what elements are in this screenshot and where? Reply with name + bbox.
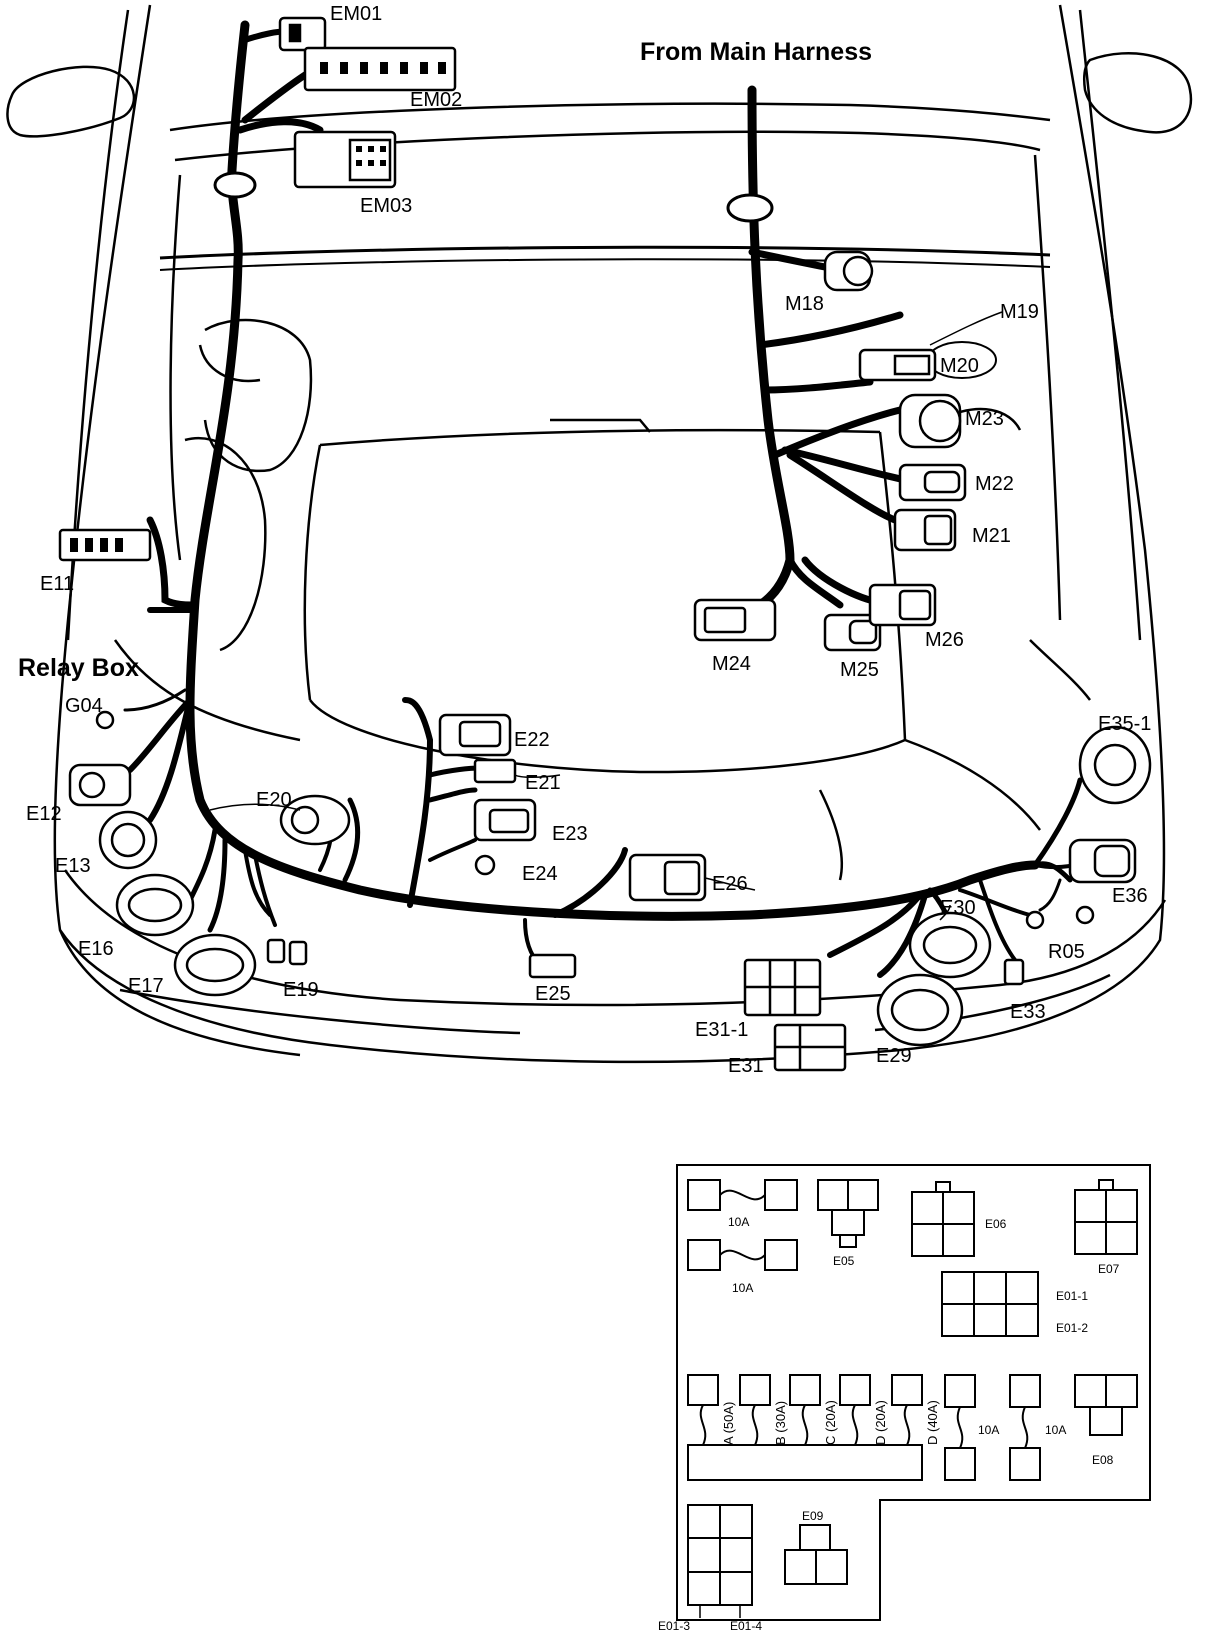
left-grommet — [213, 171, 257, 199]
label-fuse-d1: D (20A) — [873, 1400, 888, 1445]
label-m25: M25 — [840, 659, 879, 681]
fuse-1-right-terminal — [764, 1179, 798, 1211]
connector-em01-shape — [278, 16, 327, 52]
fuse-2-left-terminal — [687, 1239, 721, 1271]
label-e36: E36 — [1112, 885, 1148, 907]
label-fuse-10a-1: 10A — [728, 1215, 749, 1229]
label-e22: E22 — [514, 729, 550, 751]
connector-e21-shape — [473, 758, 517, 784]
label-m21: M21 — [972, 525, 1011, 547]
harness-wires — [123, 20, 1087, 978]
label-fuse-10a-4: 10A — [1045, 1423, 1066, 1437]
labels: From Main Harness Relay Box EM01 EM02 EM… — [18, 3, 1151, 1077]
label-fuse-10a-2: 10A — [732, 1281, 753, 1295]
label-fuse-a: A (50A) — [721, 1402, 736, 1445]
label-e01-3: E01-3 — [658, 1619, 690, 1633]
terminal-e19-a-shape — [266, 938, 286, 964]
terminal-e19-b-shape — [288, 940, 308, 966]
label-m22: M22 — [975, 473, 1014, 495]
label-e12: E12 — [26, 803, 62, 825]
connector-shapes — [58, 16, 1152, 1072]
label-e21: E21 — [525, 772, 561, 794]
label-e08: E08 — [1092, 1453, 1114, 1467]
label-e05: E05 — [833, 1254, 855, 1268]
label-e13: E13 — [55, 855, 91, 877]
label-e01-2: E01-2 — [1056, 1321, 1088, 1335]
label-e25: E25 — [535, 983, 571, 1005]
terminal-r05-shape — [1025, 910, 1045, 930]
label-e16: E16 — [78, 938, 114, 960]
label-e09: E09 — [802, 1509, 824, 1523]
terminal-e33-shape — [1003, 958, 1025, 986]
label-fuse-d2: D (40A) — [925, 1400, 940, 1445]
label-e35-1: E35-1 — [1098, 713, 1151, 735]
relay-box-outline — [676, 1164, 1151, 1621]
terminal-g04-shape — [95, 710, 115, 730]
label-e26: E26 — [712, 873, 748, 895]
label-e29: E29 — [876, 1045, 912, 1067]
label-fuse-10a-3: 10A — [978, 1423, 999, 1437]
relay-box-layout — [676, 1164, 1151, 1621]
fuse-2-right-terminal — [764, 1239, 798, 1271]
label-e23: E23 — [552, 823, 588, 845]
label-e33: E33 — [1010, 1001, 1046, 1023]
label-m23: M23 — [965, 408, 1004, 430]
label-e06: E06 — [985, 1217, 1007, 1231]
label-g04: G04 — [65, 695, 103, 717]
label-em02: EM02 — [410, 89, 462, 111]
label-e11: E11 — [40, 573, 74, 595]
right-grommet — [726, 193, 774, 223]
label-e24: E24 — [522, 863, 558, 885]
label-e01-1: E01-1 — [1056, 1289, 1088, 1303]
label-e30: E30 — [940, 897, 976, 919]
leader-lines — [209, 311, 1003, 921]
relay-e09-top — [799, 1524, 831, 1551]
label-e20: E20 — [256, 789, 292, 811]
label-e19: E19 — [283, 979, 319, 1001]
label-em03: EM03 — [360, 195, 412, 217]
terminal-e24-shape — [474, 854, 496, 876]
label-e17: E17 — [128, 975, 164, 997]
connector-e25-shape — [528, 953, 577, 979]
label-em01: EM01 — [330, 3, 382, 25]
fuse-1-left-terminal — [687, 1179, 721, 1211]
heading-relay-box: Relay Box — [18, 654, 139, 682]
relay-box-labels: 10A 10A E05 E06 E07 E01-1 E01-2 A (50A) … — [658, 1215, 1120, 1633]
label-fuse-c: C (20A) — [823, 1400, 838, 1445]
heading-from-main-harness: From Main Harness — [640, 38, 872, 66]
label-e31: E31 — [728, 1055, 764, 1077]
label-m20: M20 — [940, 355, 979, 377]
fusible-link-bus-bar — [687, 1444, 923, 1481]
label-m26: M26 — [925, 629, 964, 651]
label-m18: M18 — [785, 293, 824, 315]
label-e31-1: E31-1 — [695, 1019, 748, 1041]
label-e07: E07 — [1098, 1262, 1120, 1276]
label-e01-4: E01-4 — [730, 1619, 762, 1633]
label-m19: M19 — [1000, 301, 1039, 323]
label-m24: M24 — [712, 653, 751, 675]
label-r05: R05 — [1048, 941, 1085, 963]
label-fuse-b: B (30A) — [773, 1401, 788, 1445]
